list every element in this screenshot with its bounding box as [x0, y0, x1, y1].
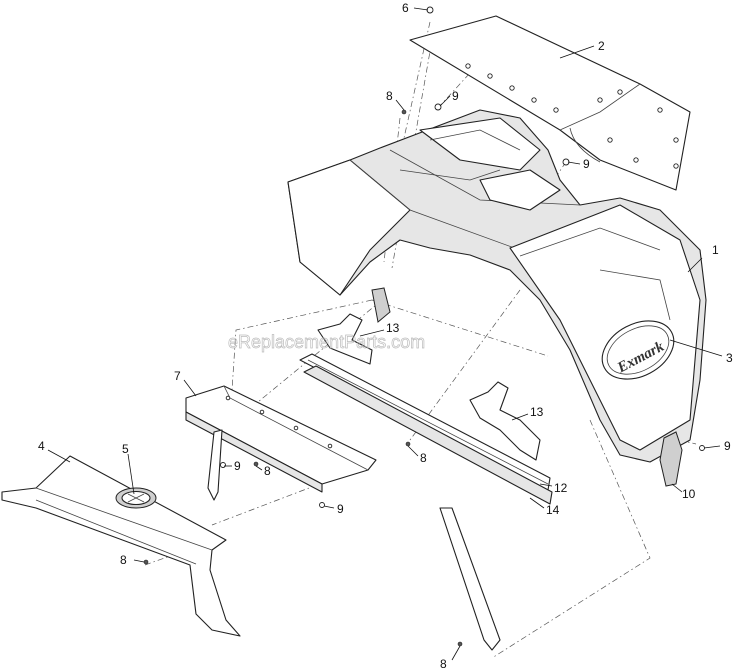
- part-14-strut: [439, 507, 501, 651]
- callout-4: 4: [38, 439, 45, 453]
- callout-2: 2: [598, 39, 605, 53]
- part-3-decal: Exmark: [601, 320, 675, 380]
- callout-3: 3: [726, 351, 733, 365]
- callout-1: 1: [712, 243, 719, 257]
- callout-8-d: 8: [120, 553, 127, 567]
- callout-9-d: 9: [337, 502, 344, 516]
- callout-8-b: 8: [420, 451, 427, 465]
- callout-14: 14: [546, 503, 560, 517]
- callout-7: 7: [174, 369, 181, 383]
- part-12-14-rails: [299, 353, 553, 505]
- part-2-cover-panel: [409, 15, 691, 191]
- callout-9-a: 9: [452, 89, 459, 103]
- callout-9-e: 9: [724, 439, 731, 453]
- callout-9-c: 9: [234, 459, 241, 473]
- watermark-text: eReplacementParts.com: [228, 332, 425, 352]
- leader-lines: [47, 7, 723, 661]
- part-13-brackets: [317, 313, 541, 461]
- callout-9-b: 9: [583, 157, 590, 171]
- callout-6: 6: [402, 1, 409, 15]
- callout-12: 12: [554, 481, 568, 495]
- callout-8-a: 8: [386, 89, 393, 103]
- part-4-lower-cover: [1, 455, 241, 637]
- callout-8-c: 8: [264, 464, 271, 478]
- part-10-handle: [659, 431, 683, 487]
- callout-13-a: 13: [386, 321, 400, 335]
- part-5-logo-badge: [115, 487, 157, 509]
- callout-5: 5: [122, 442, 129, 456]
- callout-10: 10: [682, 487, 696, 501]
- hood-upper-body: [287, 109, 707, 463]
- callout-8-e: 8: [440, 657, 447, 671]
- callout-labels: 1 2 3 4 5 6 7 8 8 8 8 8 9 9 9 9 9 10 12 …: [38, 1, 733, 671]
- hardware-fasteners: [143, 6, 705, 647]
- callout-13-b: 13: [530, 405, 544, 419]
- part-7-mount-bracket: [185, 385, 377, 501]
